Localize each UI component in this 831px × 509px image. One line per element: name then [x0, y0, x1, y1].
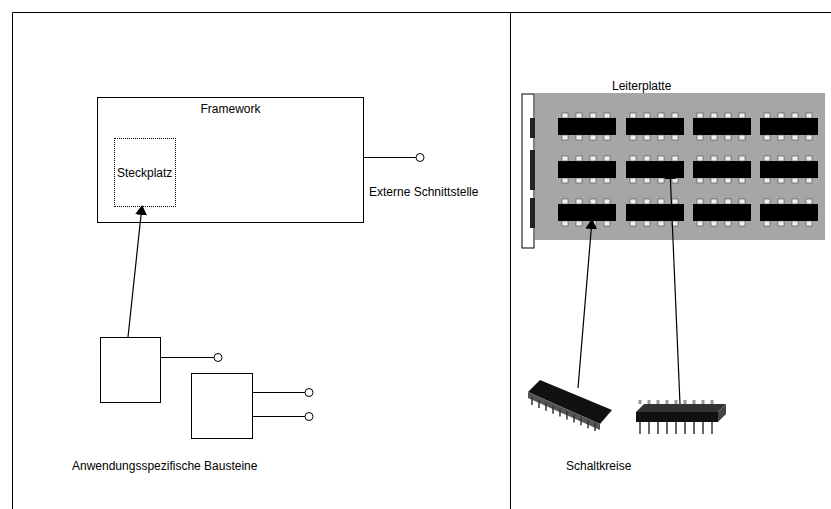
- mount-arrow: [670, 170, 680, 404]
- node-title: Steckplatz: [117, 166, 172, 180]
- interface-pin: [363, 154, 424, 162]
- caption-label: Anwendungsspezifische Bausteine: [72, 459, 257, 473]
- framework-box: FrameworkSteckplatz: [97, 97, 364, 223]
- page-frame: [13, 13, 831, 509]
- node-title: Framework: [98, 102, 363, 116]
- circuit-board: [522, 93, 825, 248]
- caption-label: Schaltkreise: [566, 459, 631, 473]
- plug-arrow: [128, 206, 142, 337]
- interface-label: Externe Schnittstelle: [369, 185, 478, 199]
- application-block: [101, 338, 314, 439]
- loose-chip: [528, 380, 726, 434]
- slot-box: Steckplatz: [114, 138, 176, 207]
- mount-arrow: [578, 220, 592, 388]
- board-label: Leiterplatte: [612, 79, 671, 93]
